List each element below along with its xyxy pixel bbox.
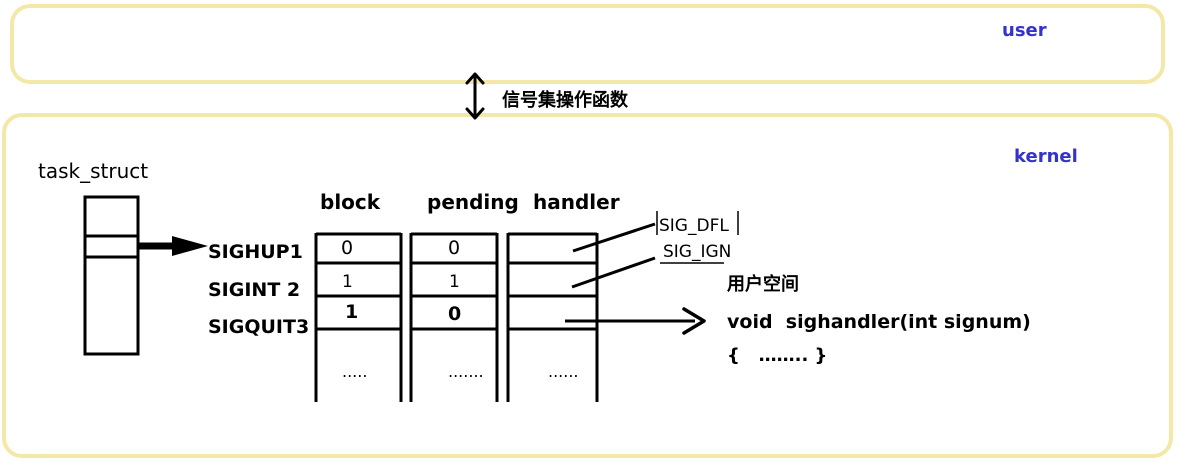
handler-arrow-icon xyxy=(565,307,706,335)
user-label: user xyxy=(1002,20,1047,41)
user-space-label: 用户空间 xyxy=(727,273,799,295)
signal-set-functions-label: 信号集操作函数 xyxy=(502,89,629,111)
signal-label-sigint: SIGINT 2 xyxy=(208,279,300,301)
pending-cell-sigquit: 0 xyxy=(448,303,461,325)
column-header-pending: pending xyxy=(427,190,519,214)
handler-pointer-dfl xyxy=(572,222,656,253)
pending-cell-sighup: 0 xyxy=(448,237,460,259)
kernel-space-box xyxy=(2,113,1173,458)
block-cell-sighup: 0 xyxy=(341,237,353,259)
block-ellipsis: ..... xyxy=(342,362,367,381)
block-cell-sigquit: 1 xyxy=(345,301,358,323)
handler-function-body: { …….. } xyxy=(727,345,827,366)
task-struct-label: task_struct xyxy=(38,159,148,183)
sig-ign-label: SIG_IGN xyxy=(663,242,731,262)
pending-ellipsis: ....... xyxy=(448,362,484,381)
sig-dfl-label: SIG_DFL xyxy=(659,216,729,236)
signal-label-sigquit: SIGQUIT3 xyxy=(208,316,309,338)
double-arrow-icon xyxy=(465,72,485,120)
block-cell-sigint: 1 xyxy=(342,272,353,292)
handler-ellipsis: ...... xyxy=(548,362,579,381)
signal-label-sighup: SIGHUP1 xyxy=(208,241,303,263)
pending-column xyxy=(409,232,499,402)
user-space-box xyxy=(10,4,1165,84)
handler-column xyxy=(506,232,599,402)
handler-pointer-ign xyxy=(571,256,656,289)
column-header-block: block xyxy=(320,190,381,214)
task-struct-arrow-icon xyxy=(138,236,208,256)
kernel-label: kernel xyxy=(1014,146,1078,167)
column-header-handler: handler xyxy=(533,190,620,214)
block-column xyxy=(314,232,403,402)
pending-cell-sigint: 1 xyxy=(449,272,460,292)
handler-function-signature: void sighandler(int signum) xyxy=(727,311,1031,333)
task-struct-box xyxy=(83,195,140,356)
